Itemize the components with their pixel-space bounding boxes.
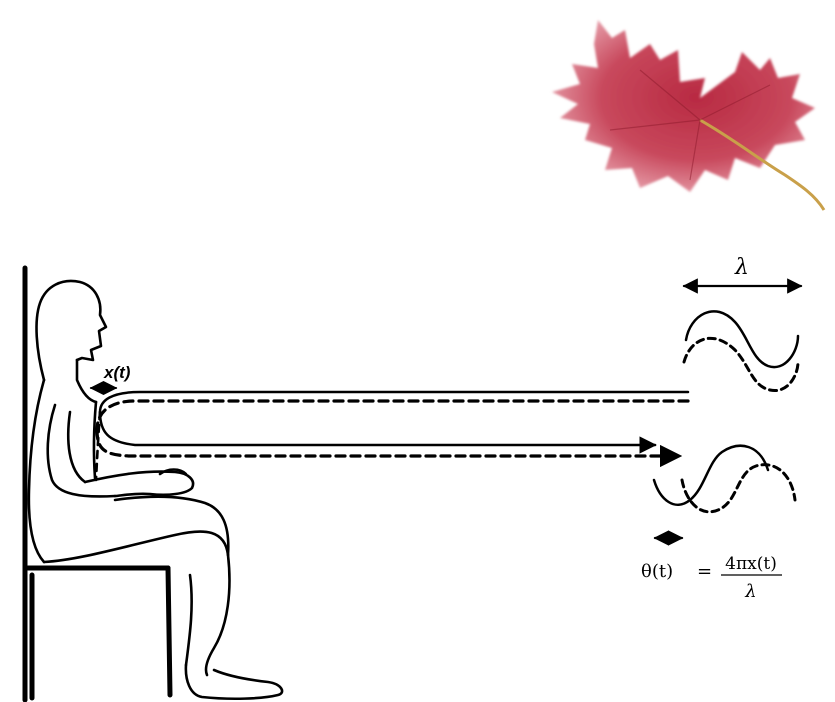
displacement-marker: x(t) <box>91 363 131 388</box>
maple-leaf-icon <box>552 20 824 210</box>
phase-equals: = <box>697 561 712 582</box>
chair <box>28 568 170 698</box>
phase-equation: θ(t) = 4πx(t) λ <box>641 554 782 602</box>
displacement-label: x(t) <box>103 363 131 382</box>
transmitted-wave-dashed <box>684 338 798 390</box>
wavelength-indicator: λ <box>684 255 801 286</box>
reflected-signal-path <box>100 412 655 445</box>
phase-numerator: 4πx(t) <box>725 554 777 574</box>
phase-lhs: θ(t) <box>641 561 673 582</box>
transmitted-signal-dashed-path <box>97 401 688 430</box>
person-outline <box>29 281 282 699</box>
wavelength-label: λ <box>734 255 749 280</box>
phase-denominator: λ <box>744 581 756 602</box>
reflected-signal-dashed-path <box>97 430 680 456</box>
